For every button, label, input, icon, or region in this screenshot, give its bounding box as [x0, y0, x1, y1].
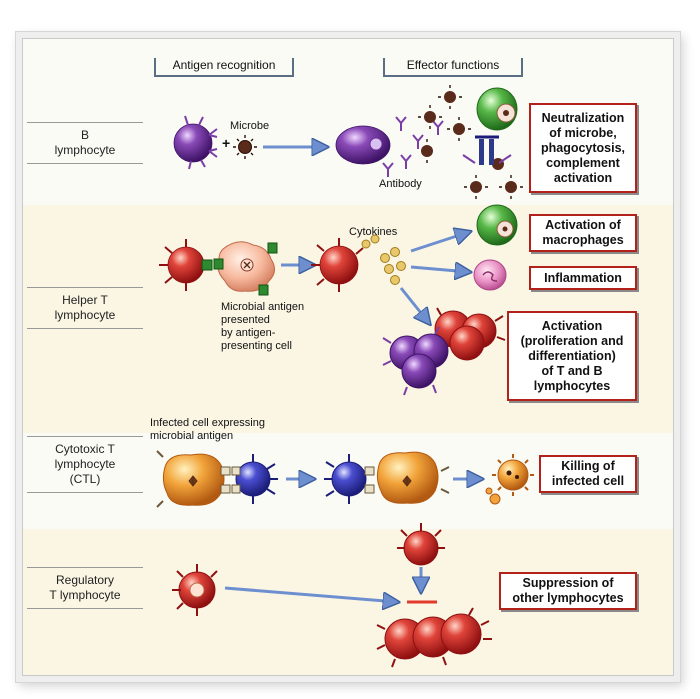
antibody-icons	[382, 116, 444, 177]
ctl-bound	[324, 454, 375, 504]
microbe-label: Microbe	[230, 120, 269, 132]
header-antigen-recognition: Antigen recognition	[154, 55, 294, 77]
antibody-label: Antibody	[379, 178, 422, 190]
complement-complex	[462, 135, 512, 165]
outcome-macrophage-activation: Activation of macrophages	[529, 214, 637, 252]
infected-cell-left	[156, 450, 231, 508]
plasma-cell	[335, 125, 391, 165]
helper-t-cell	[159, 239, 213, 291]
helper-arrow-activation	[399, 287, 429, 323]
row-label-b-lymphocyte: B lymphocyte	[27, 122, 143, 164]
regulatory-t-cell	[172, 564, 218, 616]
cytokines-label: Cytokines	[349, 226, 398, 238]
outcome-inflammation: Inflammation	[529, 266, 637, 290]
macrophage-helper	[476, 204, 518, 246]
infected-cell-label: Infected cell expressing microbial antig…	[150, 417, 265, 442]
helper-arrow-inflammation	[410, 267, 469, 272]
regulatory-arrow	[224, 586, 397, 602]
cytokine-dots	[361, 234, 406, 285]
outcome-suppression: Suppression of other lymphocytes	[499, 572, 637, 610]
row-label-regulatory-t: Regulatory T lymphocyte	[27, 567, 143, 609]
suppressed-top-cell	[397, 523, 445, 566]
row-label-helper-t: Helper T lymphocyte	[27, 287, 143, 329]
plus-sign: +	[222, 135, 230, 151]
inflammation-cell	[473, 259, 507, 291]
antigen-presenting-cell	[213, 241, 278, 296]
macrophage-b	[476, 87, 518, 131]
outcome-killing: Killing of infected cell	[539, 455, 637, 493]
row-label-ctl: Cytotoxic T lymphocyte (CTL)	[27, 436, 143, 493]
outcome-tb-activation: Activation (proliferation and differenti…	[507, 311, 637, 401]
activated-helper-t	[311, 238, 364, 292]
microbial-antigen-label: Microbial antigen presented by antigen- …	[221, 301, 305, 352]
outcome-neutralization: Neutralization of microbe, phagocytosis,…	[529, 103, 637, 193]
activated-b-cells	[382, 326, 449, 396]
ctl-cell	[231, 454, 278, 504]
header-effector-functions: Effector functions	[383, 55, 523, 77]
infected-cell-right	[376, 451, 450, 504]
helper-arrow-macrophage	[410, 232, 469, 253]
microbe-icon	[233, 135, 257, 159]
apoptotic-cell	[485, 454, 534, 505]
diagram-frame: Antigen recognition Effector functions B…	[22, 38, 674, 676]
diagram-artwork: +	[156, 85, 534, 668]
activated-t-cells	[434, 307, 506, 361]
b-cell	[173, 115, 218, 170]
suppressed-cells	[376, 607, 492, 668]
